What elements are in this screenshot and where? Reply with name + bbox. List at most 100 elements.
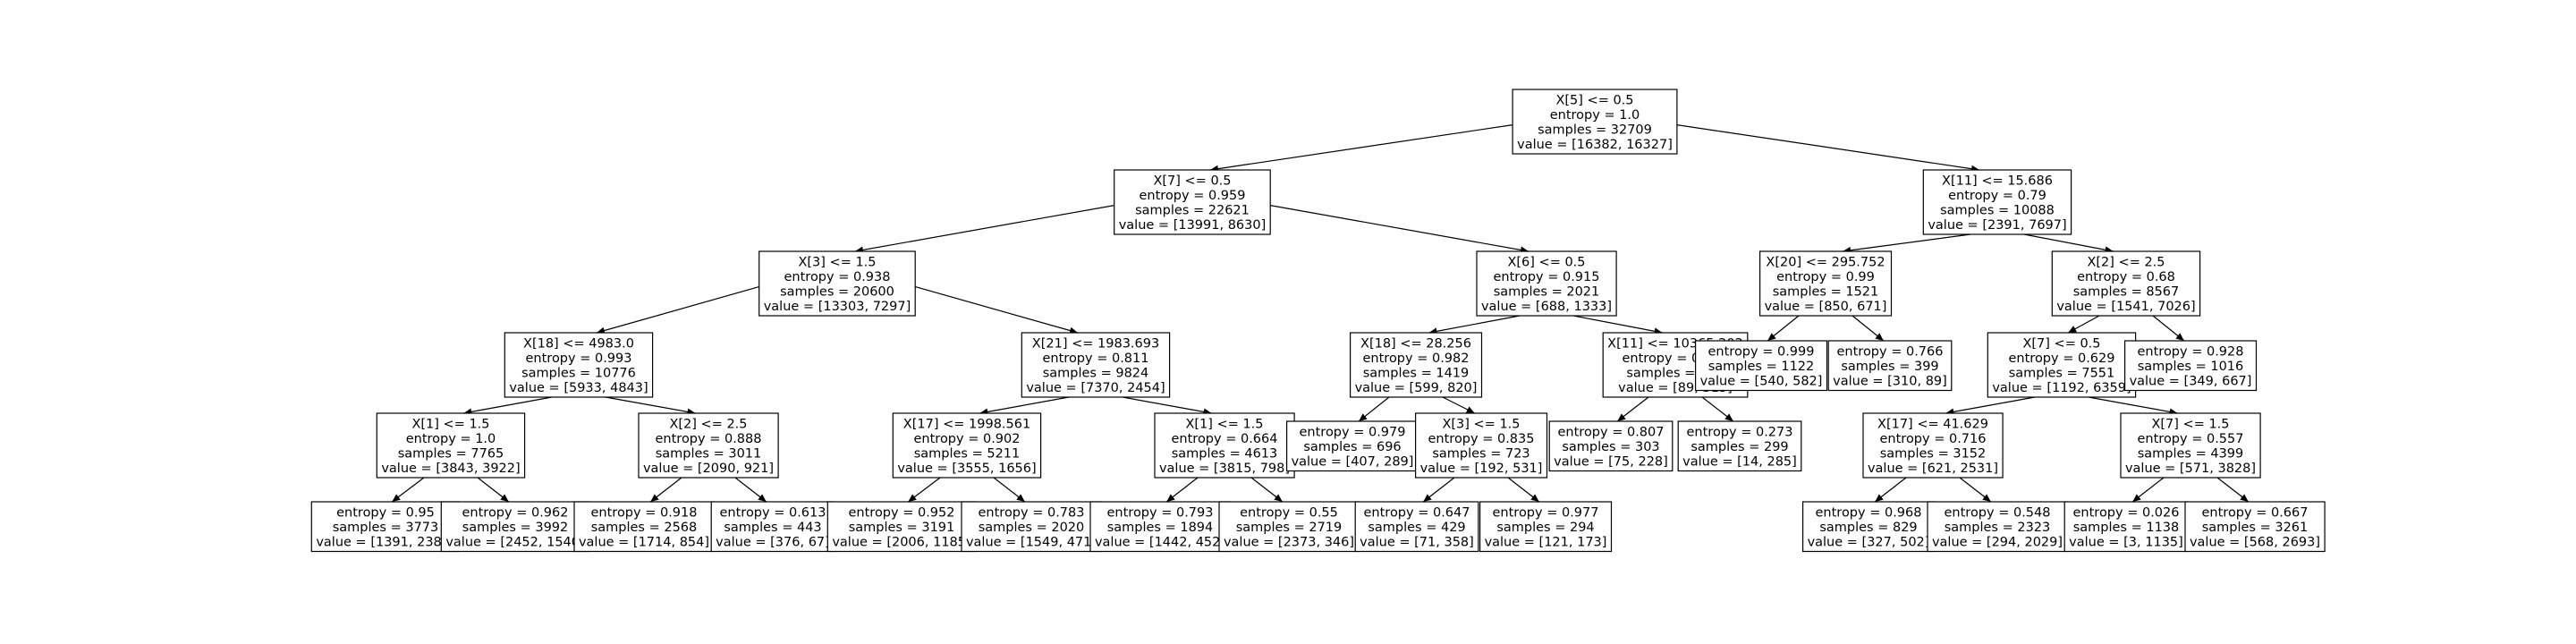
node-text-line: samples = 3011 [656,447,762,462]
node-text-line: X[5] <= 0.5 [1555,94,1633,108]
node-text-line: samples = 3773 [333,521,439,535]
node-text-line: entropy = 1.0 [406,432,496,446]
node-text-line: samples = 303 [1562,440,1659,454]
tree-edge-arrow [1270,205,1530,254]
node-text-line: value = [850, 671] [1765,300,1887,314]
tree-edge-arrow [907,477,941,503]
tree-edge-arrow [2152,315,2185,342]
node-text-line: value = [407, 289] [1292,455,1414,470]
node-text-line: entropy = 0.99 [1776,270,1875,284]
node-text-line: samples = 3191 [849,521,955,535]
node-text-line: samples = 4399 [2138,447,2244,462]
node-text-line: entropy = 0.952 [849,506,955,521]
node-text-line: value = [540, 582] [1700,375,1823,389]
tree-edge-arrow [979,396,1070,416]
tree-edge-arrow [1209,124,1513,173]
node-text-line: entropy = 0.993 [526,352,632,366]
node-text-line: value = [1541, 7026] [2056,300,2195,314]
tree-edge-arrow [596,286,759,335]
node-text-line: samples = 5211 [914,447,1021,462]
node-box [2120,412,2261,479]
node-text-line: samples = 32709 [1538,123,1652,138]
node-text-line: entropy = 0.766 [1837,345,1944,360]
node-text-line: entropy = 0.716 [1880,432,1987,446]
node-text-line: entropy = 0.835 [1428,432,1535,446]
node-text-line: entropy = 0.982 [1363,352,1470,366]
tree-edge-arrow [1959,477,1992,503]
tree-edge-arrow [605,396,696,416]
node-text-line: X[3] <= 1.5 [1442,418,1520,432]
node-text-line: X[7] <= 0.5 [1153,174,1231,189]
node-text-line: value = [688, 1333] [1481,300,1612,314]
node-text-line: value = [327, 502] [1808,536,1930,550]
node-text-line: value = [599, 820] [1355,381,1478,395]
node-text-line: samples = 2323 [1945,521,2051,535]
node-text-line: value = [71, 358] [1360,536,1474,550]
node-text-line: samples = 1016 [2138,360,2244,374]
node-text-line: X[2] <= 2.5 [2087,256,2165,270]
tree-edge-arrow [1852,315,1885,342]
node-text-line: samples = 443 [724,521,821,535]
node-text-line: entropy = 0.807 [1558,426,1665,440]
node-text-line: entropy = 0.977 [1493,506,1599,521]
node-box [1285,420,1419,472]
node-text-line: X[7] <= 0.5 [2022,337,2100,352]
tree-edge-arrow [477,477,510,503]
tree-edge-arrow [1701,396,1734,422]
node-text-line: value = [75, 228] [1554,455,1668,470]
node-text-line: samples = 1521 [1773,285,1879,300]
node-text-line: entropy = 0.999 [1708,345,1815,360]
node-text-line: value = [621, 2531] [1868,462,1998,476]
node-text-line: value = [568, 2693] [2190,536,2320,550]
node-text-line: entropy = 0.548 [1945,506,2051,521]
node-text-line: samples = 829 [1819,521,1917,535]
node-text-line: value = [3, 1135] [2069,536,2183,550]
node-text-line: value = [5933, 4843] [509,381,648,395]
node-text-line: samples = 299 [1690,440,1788,454]
node-box [2063,501,2189,553]
node-text-line: X[11] <= 15.686 [1942,174,2053,189]
tree-edge-arrow [1572,315,1663,335]
node-text-line: X[1] <= 1.5 [1185,418,1263,432]
node-text-line: value = [349, 667] [2130,375,2252,389]
node-text-line: samples = 22621 [1135,204,1250,218]
node-text-line: value = [1549, 471] [966,536,1097,550]
tree-edge-arrow [993,477,1026,503]
node-text-line: entropy = 0.962 [462,506,569,521]
node-box [1922,169,2072,235]
tree-edge-arrow [2088,396,2178,416]
node-text-line: entropy = 0.938 [784,270,891,284]
tree-edge-arrow [1616,396,1649,422]
node-text-line: entropy = 0.79 [1948,189,2046,203]
tree-edge-arrow [1945,396,2036,416]
node-box [1089,501,1231,553]
node-text-line: samples = 723 [1432,447,1530,462]
tree-edge-arrow [1165,477,1199,503]
node-text-line: samples = 696 [1303,440,1401,454]
node-box [758,250,916,317]
node-box [1512,89,1678,155]
tree-edge-arrow [734,477,767,503]
node-text-line: value = [7370, 2454] [1026,381,1165,395]
node-text-line: samples = 10088 [1940,204,2055,218]
node-box [2184,501,2326,553]
node-text-line: entropy = 0.918 [591,506,698,521]
tree-edges [391,124,2250,503]
